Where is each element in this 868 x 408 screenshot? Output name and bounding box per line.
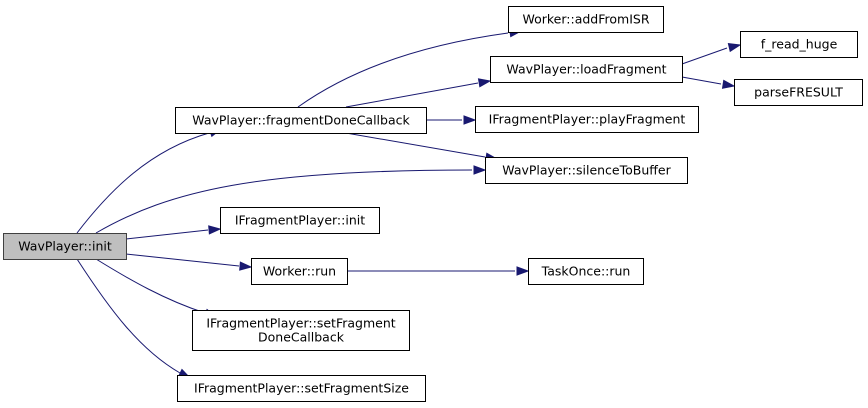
- edge-root-to-setSize: [76, 258, 192, 379]
- arrowhead-icon: [239, 261, 253, 271]
- node-addFromISR[interactable]: Worker::addFromISR: [508, 6, 664, 33]
- node-label: parseFRESULT: [754, 85, 843, 100]
- arrowhead-icon: [473, 165, 487, 175]
- node-parseFresult[interactable]: parseFRESULT: [734, 79, 863, 106]
- edge-root-to-workerRun: [125, 253, 253, 271]
- edge-root-to-fragDone: [76, 128, 223, 234]
- node-box: [251, 258, 348, 285]
- node-label: IFragmentPlayer::playFragment: [489, 112, 686, 127]
- node-label: WavPlayer::silenceToBuffer: [502, 163, 671, 178]
- node-freadHuge[interactable]: f_read_huge: [740, 31, 858, 58]
- edge-line: [681, 76, 722, 85]
- node-label: WavPlayer::fragmentDoneCallback: [192, 113, 410, 128]
- node-box: [192, 310, 410, 351]
- edge-fragDone-to-playFragment: [426, 115, 477, 125]
- node-label: WavPlayer::init: [18, 239, 112, 254]
- node-loadFragment[interactable]: WavPlayer::loadFragment: [490, 56, 683, 83]
- node-box: [220, 207, 380, 234]
- edge-line: [125, 229, 209, 240]
- node-box: [177, 375, 426, 402]
- edge-line: [95, 169, 473, 234]
- node-box: [734, 79, 863, 106]
- node-box: [508, 6, 664, 33]
- arrowhead-icon: [477, 78, 492, 88]
- arrowhead-icon: [208, 225, 222, 235]
- edge-root-to-setCb: [95, 258, 218, 318]
- edge-line: [125, 253, 240, 267]
- node-label: TaskOnce::run: [541, 264, 631, 279]
- edge-line: [95, 258, 206, 314]
- edge-line: [76, 258, 181, 374]
- arrowhead-icon: [721, 79, 736, 89]
- node-label: f_read_huge: [761, 37, 838, 52]
- node-label: Worker::run: [263, 264, 336, 279]
- edge-line: [681, 47, 728, 65]
- edge-root-to-ifpInit: [125, 225, 222, 240]
- edge-workerRun-to-taskOnce: [347, 266, 530, 276]
- node-box: [3, 233, 127, 260]
- arrowhead-icon: [463, 115, 477, 125]
- node-workerRun[interactable]: Worker::run: [251, 258, 348, 285]
- nodes-layer: WavPlayer::init WavPlayer::fragmentDoneCa…: [3, 6, 863, 402]
- edge-line: [76, 132, 210, 234]
- edge-loadFragment-to-parseFresult: [681, 76, 736, 89]
- node-setSize[interactable]: IFragmentPlayer::setFragmentSize: [177, 375, 426, 402]
- edge-line: [345, 132, 486, 158]
- node-fragDone[interactable]: WavPlayer::fragmentDoneCallback: [175, 107, 427, 134]
- node-box: [485, 157, 688, 184]
- node-playFragment[interactable]: IFragmentPlayer::playFragment: [475, 106, 699, 133]
- node-ifpInit[interactable]: IFragmentPlayer::init: [220, 207, 380, 234]
- node-taskOnce[interactable]: TaskOnce::run: [528, 258, 644, 285]
- node-box: [528, 258, 644, 285]
- edge-line: [345, 82, 479, 108]
- node-label: DoneCallback: [258, 330, 345, 345]
- edge-root-to-silence: [95, 165, 487, 234]
- node-box: [175, 107, 427, 134]
- node-label: IFragmentPlayer::setFragment: [206, 316, 395, 331]
- arrowhead-icon: [727, 42, 742, 53]
- node-box: [490, 56, 683, 83]
- edge-fragDone-to-loadFragment: [345, 78, 492, 108]
- node-label: WavPlayer::loadFragment: [506, 62, 666, 77]
- node-label: Worker::addFromISR: [522, 12, 649, 27]
- node-box: [740, 31, 858, 58]
- node-label: IFragmentPlayer::setFragmentSize: [194, 381, 409, 396]
- arrowhead-icon: [516, 266, 530, 276]
- edge-line: [297, 32, 509, 108]
- edge-loadFragment-to-freadHuge: [681, 42, 742, 65]
- edge-fragDone-to-silence: [345, 132, 499, 162]
- node-box: [475, 106, 699, 133]
- node-root[interactable]: WavPlayer::init: [3, 233, 127, 260]
- node-label: IFragmentPlayer::init: [235, 213, 365, 228]
- node-silence[interactable]: WavPlayer::silenceToBuffer: [485, 157, 688, 184]
